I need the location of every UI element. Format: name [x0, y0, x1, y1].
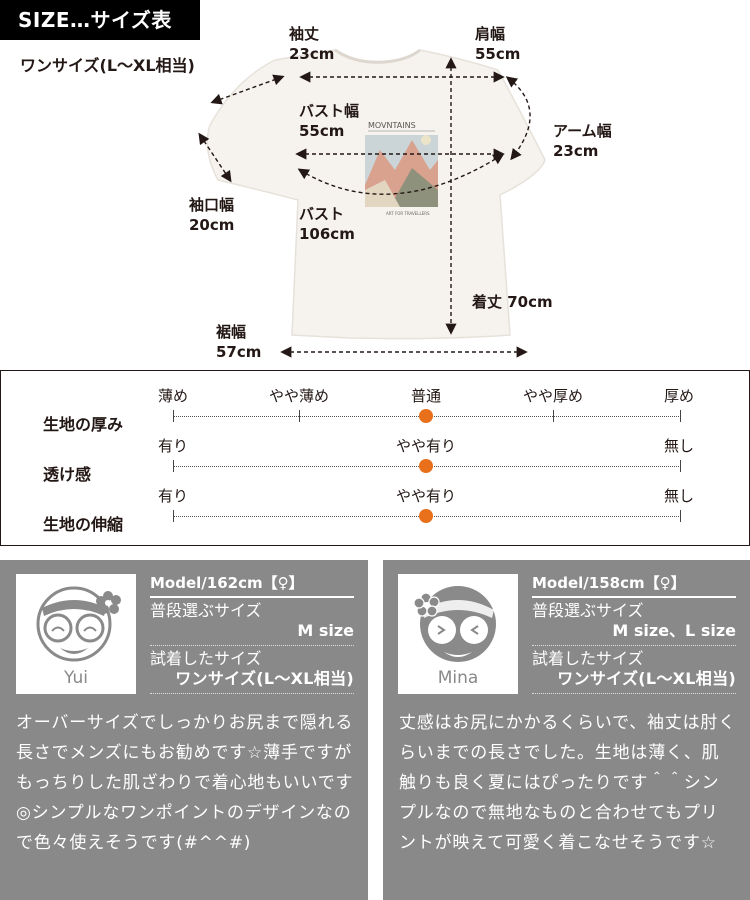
fabric-row-stretch: 生地の伸縮 有り やや有り 無し	[1, 485, 749, 535]
tried-size-label: 試着したサイズ	[532, 649, 644, 668]
selected-indicator-dot	[419, 409, 433, 423]
scale-tick-label: 有り	[157, 437, 189, 455]
scale-tick-label: 無し	[663, 487, 695, 505]
model-comment: 丈感はお尻にかかるくらいで、袖丈は肘くらいまでの長さでした。生地は薄く、肌触りも…	[399, 713, 737, 853]
size-chart-title: SIZE…サイズ表	[0, 0, 200, 40]
usual-size-value: M size、L size	[532, 621, 736, 646]
cuff-width-name: 袖口幅	[189, 196, 235, 214]
scale-tick-label: やや薄め	[268, 387, 330, 405]
model-info: Model/162cm【♀】 普段選ぶサイズ M size 試着したサイズ ワン…	[150, 572, 354, 694]
cuff-width-value: 20cm	[189, 216, 235, 234]
model-height: Model/162cm【♀】	[150, 572, 354, 598]
usual-size-label: 普段選ぶサイズ	[150, 601, 262, 620]
winking-face-icon	[413, 586, 496, 662]
cuff-width-label: 袖口幅 20cm	[189, 195, 234, 235]
bust-value: 106cm	[299, 225, 355, 243]
scale-bar	[553, 410, 554, 422]
print-title: MOVNTAINS	[368, 121, 416, 130]
fabric-row-thickness: 生地の厚み 薄め やや薄め 普通 やや厚め 厚め	[1, 385, 749, 435]
avatar: Yui	[16, 574, 136, 694]
length-label: 着丈 70cm	[472, 292, 553, 312]
print-caption: ART FOR TRAVELLERS	[386, 211, 430, 216]
hem-width-name: 裾幅	[216, 323, 247, 341]
length-value: 70cm	[507, 293, 553, 311]
model-height: Model/158cm【♀】	[532, 572, 736, 598]
length-name: 着丈	[472, 293, 503, 311]
scale-tick-label: 無し	[663, 437, 695, 455]
bust-width-name: バスト幅	[299, 102, 360, 120]
scale-bar	[173, 460, 174, 472]
scale-tick-label: 普通	[410, 387, 442, 405]
arm-width-value: 23cm	[553, 142, 599, 160]
sleeve-length-value: 23cm	[289, 45, 335, 63]
model-review-yui: Yui Model/162cm【♀】 普段選ぶサイズ M size 試着したサイ…	[0, 560, 368, 900]
selected-indicator-dot	[419, 509, 433, 523]
scale-bar	[173, 410, 174, 422]
tshirt-illustration: MOVNTAINS ART FOR TRAVELLERS	[198, 48, 546, 358]
bust-width-value: 55cm	[299, 122, 345, 140]
model-comment: オーバーサイズでしっかりお尻まで隠れる長さでメンズにもお勧めです☆薄手ですがもっ…	[16, 713, 354, 853]
scale-bar	[680, 460, 681, 472]
model-review-mina: Mina Model/158cm【♀】 普段選ぶサイズ M size、L siz…	[383, 560, 750, 900]
shoulder-width-label: 肩幅 55cm	[475, 24, 520, 64]
shirt-print: MOVNTAINS ART FOR TRAVELLERS	[365, 121, 438, 216]
scale-bar	[173, 510, 174, 522]
fabric-properties-table: 生地の厚み 薄め やや薄め 普通 やや厚め 厚め 透け感 有り やや有り 無し …	[0, 370, 750, 546]
scale-bar	[680, 410, 681, 422]
sleeve-length-label: 袖丈 23cm	[289, 24, 334, 64]
model-info: Model/158cm【♀】 普段選ぶサイズ M size、L size 試着し…	[532, 572, 736, 694]
bust-name: バスト	[299, 205, 345, 223]
fabric-row-label: 生地の厚み	[43, 415, 124, 434]
usual-size-value: M size	[150, 621, 354, 646]
hem-width-label: 裾幅 57cm	[216, 322, 261, 362]
smiling-face-icon	[36, 586, 121, 662]
bust-width-label: バスト幅 55cm	[299, 101, 359, 141]
sleeve-length-name: 袖丈	[289, 25, 320, 43]
tried-size-label: 試着したサイズ	[150, 649, 262, 668]
bust-label: バスト 106cm	[299, 204, 355, 244]
scale-tick-label: やや有り	[395, 487, 457, 505]
arm-width-name: アーム幅	[553, 122, 612, 140]
shoulder-width-value: 55cm	[475, 45, 521, 63]
fabric-row-label: 生地の伸縮	[43, 515, 124, 534]
scale-tick-label: 薄め	[157, 387, 189, 405]
hem-width-value: 57cm	[216, 343, 262, 361]
tried-size-value: ワンサイズ(L〜XL相当)	[532, 669, 736, 694]
model-name: Yui	[64, 668, 88, 688]
scale-bar	[299, 410, 300, 422]
shoulder-width-name: 肩幅	[475, 25, 506, 43]
scale-tick-label: 有り	[157, 487, 189, 505]
tried-size-value: ワンサイズ(L〜XL相当)	[150, 669, 354, 694]
size-note: ワンサイズ(L〜XL相当)	[20, 56, 195, 75]
scale-tick-label: 厚め	[663, 387, 695, 405]
fabric-row-label: 透け感	[43, 465, 92, 484]
model-name: Mina	[437, 668, 479, 688]
avatar: Mina	[398, 574, 518, 694]
fabric-row-transparency: 透け感 有り やや有り 無し	[1, 435, 749, 485]
scale-tick-label: やや有り	[395, 437, 457, 455]
scale-bar	[680, 510, 681, 522]
scale-tick-label: やや厚め	[522, 387, 584, 405]
arm-width-label: アーム幅 23cm	[553, 121, 612, 161]
selected-indicator-dot	[419, 459, 433, 473]
usual-size-label: 普段選ぶサイズ	[532, 601, 644, 620]
